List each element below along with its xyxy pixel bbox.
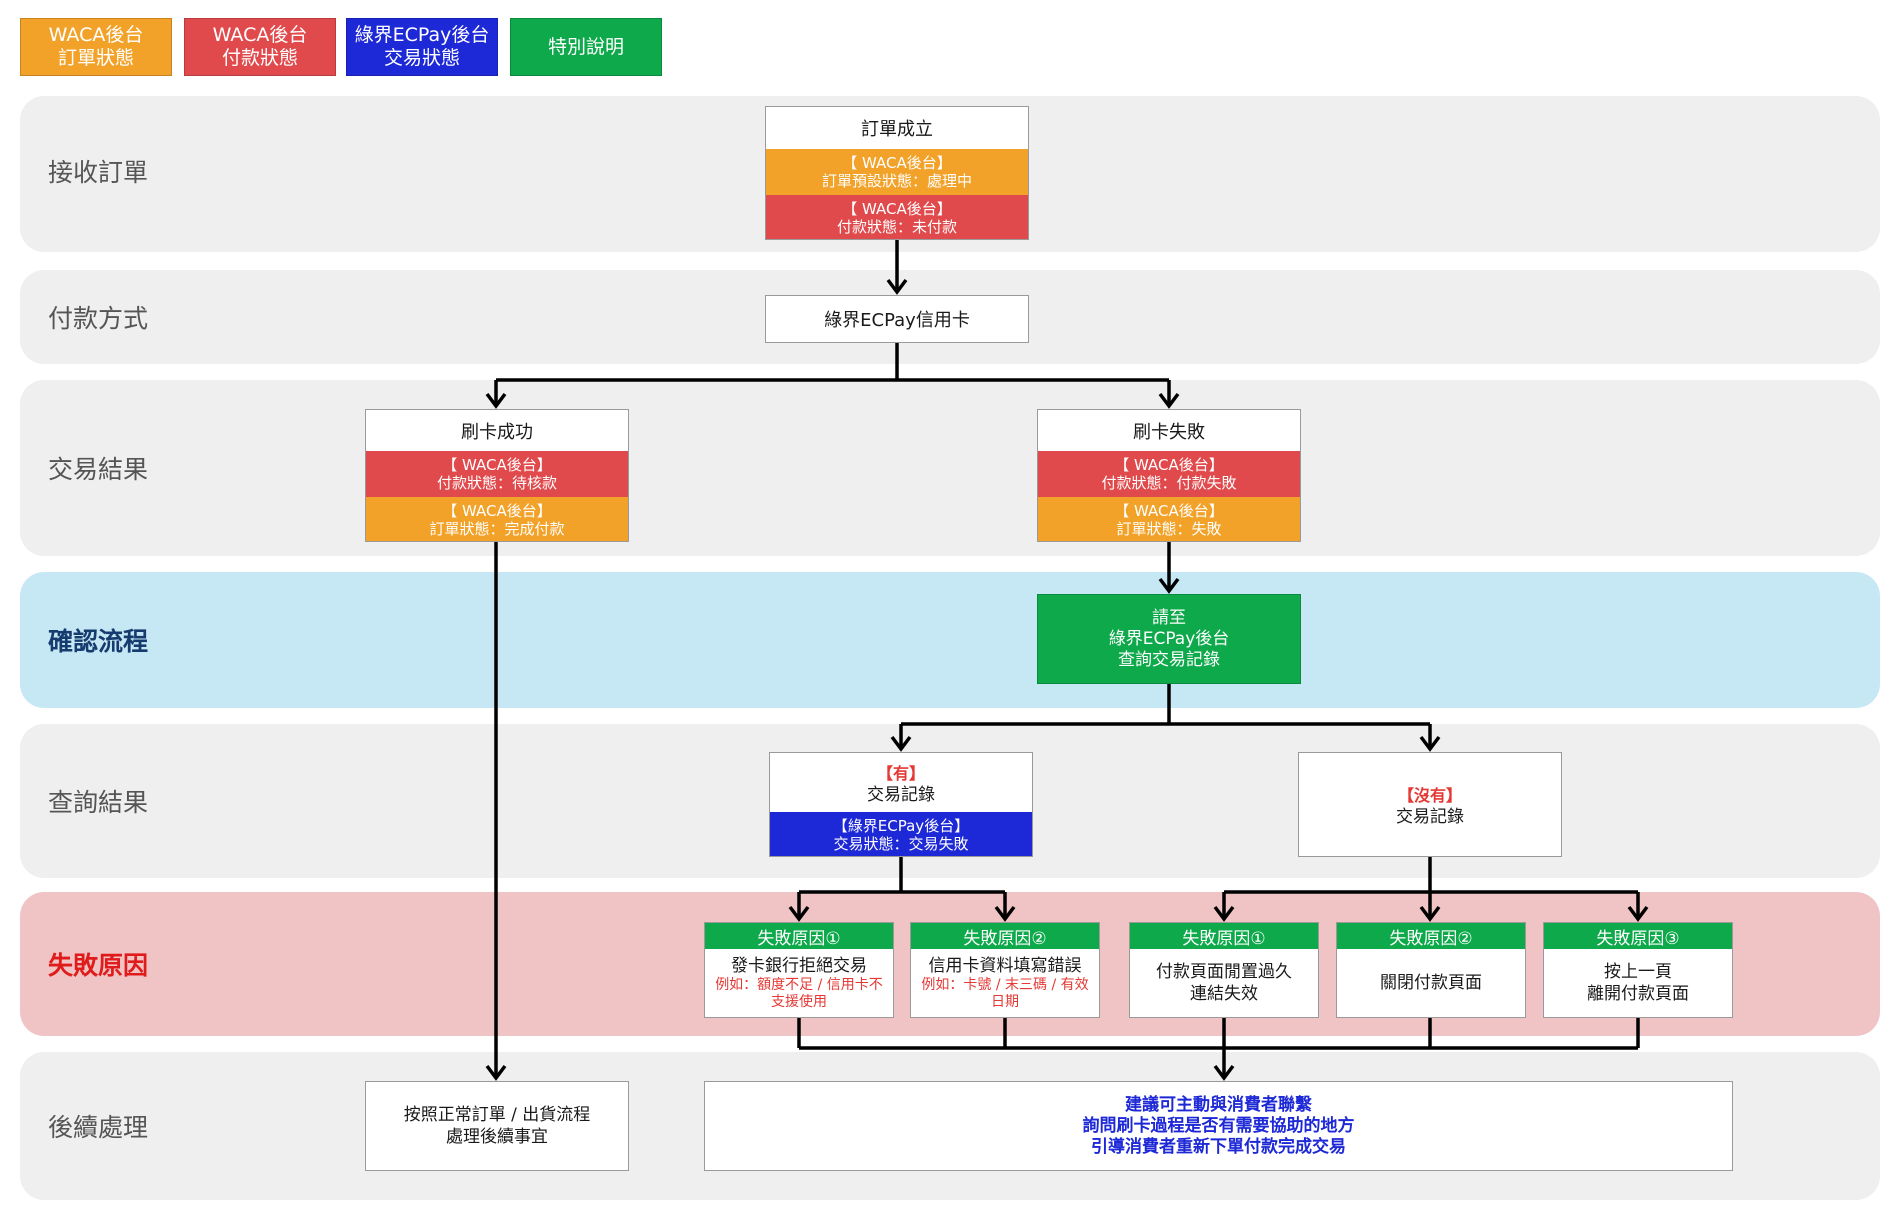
failure-reason-body: 信用卡資料填寫錯誤 例如：卡號 / 末三碼 / 有效日期 (911, 949, 1099, 1017)
failure-reason-card: 失敗原因① 付款頁面閒置過久 連結失效 (1129, 922, 1319, 1018)
advice-line: 建議可主動與消費者聯繫 (1125, 1094, 1312, 1115)
legend-line: WACA後台 (48, 24, 144, 46)
reason-note: 例如：額度不足 / 信用卡不支援使用 (715, 977, 883, 1010)
status-line: 【 WACA後台】 (1114, 502, 1224, 520)
advice-line: 詢問刷卡過程是否有需要協助的地方 (1082, 1115, 1355, 1136)
status-line: 【 WACA後台】 (842, 154, 952, 172)
lane-label-followup: 後續處理 (48, 1113, 149, 1142)
lane-label-receive: 接收訂單 (48, 158, 149, 187)
legend-line: 交易狀態 (383, 47, 460, 69)
lane-label-payment: 付款方式 (48, 304, 149, 333)
reason-line: 信用卡資料填寫錯誤 (928, 956, 1082, 976)
has-record-box: 【有】 交易記錄 【綠界ECPay後台】 交易狀態：交易失敗 (769, 752, 1033, 857)
order-created-title: 訂單成立 (861, 119, 933, 140)
has-record-label: 交易記錄 (867, 784, 935, 805)
status-line: 【 WACA後台】 (842, 200, 952, 218)
card-success-title: 刷卡成功 (461, 421, 533, 443)
lane-label-confirm: 確認流程 (48, 627, 149, 656)
reason-line: 按上一頁 (1604, 962, 1672, 982)
failure-reason-body: 按上一頁 離開付款頁面 (1544, 949, 1732, 1017)
status-line: 【 WACA後台】 (442, 502, 552, 520)
fail-payment-status: 【 WACA後台】 付款狀態：付款失敗 (1038, 451, 1300, 497)
failure-reason-body: 關閉付款頁面 (1337, 949, 1525, 1017)
status-line: 【綠界ECPay後台】 (832, 817, 970, 835)
reason-note: 例如：卡號 / 末三碼 / 有效日期 (921, 977, 1089, 1010)
reason-line: 付款頁面閒置過久 (1156, 962, 1292, 982)
lane-confirm-process (20, 572, 1880, 708)
no-record-box: 【沒有】 交易記錄 (1298, 752, 1562, 857)
lane-label-query: 查詢結果 (48, 788, 149, 817)
order-default-status: 【 WACA後台】 訂單預設狀態：處理中 (766, 149, 1028, 195)
failure-reason-header: 失敗原因① (705, 923, 893, 949)
success-order-status: 【 WACA後台】 訂單狀態：完成付款 (366, 497, 628, 541)
failure-reason-header: 失敗原因③ (1544, 923, 1732, 949)
failure-reason-card: 失敗原因② 信用卡資料填寫錯誤 例如：卡號 / 末三碼 / 有效日期 (910, 922, 1100, 1018)
card-fail-title: 刷卡失敗 (1133, 421, 1205, 443)
status-line: 【 WACA後台】 (1114, 456, 1224, 474)
failure-reason-body: 付款頁面閒置過久 連結失效 (1130, 949, 1318, 1017)
status-line: 付款狀態：未付款 (836, 218, 957, 236)
order-created-box: 訂單成立 【 WACA後台】 訂單預設狀態：處理中 【 WACA後台】 付款狀態… (765, 106, 1029, 240)
legend-waca-order-status: WACA後台訂單狀態 (20, 18, 172, 76)
payment-method-box: 綠界ECPay信用卡 (765, 295, 1029, 343)
legend-line: 訂單狀態 (57, 47, 134, 69)
success-payment-status: 【 WACA後台】 付款狀態：待核款 (366, 451, 628, 497)
confirm-line: 綠界ECPay後台 (1108, 628, 1230, 649)
fail-order-status: 【 WACA後台】 訂單狀態：失敗 (1038, 497, 1300, 541)
lane-label-failure: 失敗原因 (48, 951, 149, 980)
reason-line: 離開付款頁面 (1587, 984, 1689, 1004)
status-line: 訂單狀態：完成付款 (429, 520, 565, 538)
legend-line: 特別說明 (547, 35, 624, 58)
confirm-line: 查詢交易記錄 (1118, 649, 1220, 670)
has-record-header: 【有】 交易記錄 (770, 753, 1032, 812)
followup-advice-box: 建議可主動與消費者聯繫 詢問刷卡過程是否有需要協助的地方 引導消費者重新下單付款… (704, 1081, 1733, 1171)
legend-ecpay-transaction-status: 綠界ECPay後台交易狀態 (346, 18, 498, 76)
status-line: 訂單預設狀態：處理中 (821, 172, 972, 190)
confirm-line: 請至 (1152, 607, 1186, 628)
card-fail-box: 刷卡失敗 【 WACA後台】 付款狀態：付款失敗 【 WACA後台】 訂單狀態：… (1037, 409, 1301, 542)
status-line: 付款狀態：待核款 (436, 474, 557, 492)
followup-line: 處理後續事宜 (446, 1127, 548, 1147)
failure-reason-header: 失敗原因② (1337, 923, 1525, 949)
failure-reason-body: 發卡銀行拒絕交易 例如：額度不足 / 信用卡不支援使用 (705, 949, 893, 1017)
failure-reason-card: 失敗原因③ 按上一頁 離開付款頁面 (1543, 922, 1733, 1018)
followup-line: 按照正常訂單 / 出貨流程 (403, 1105, 591, 1125)
legend-line: 付款狀態 (221, 47, 298, 69)
advice-line: 引導消費者重新下單付款完成交易 (1091, 1136, 1346, 1157)
failure-reason-card: 失敗原因① 發卡銀行拒絕交易 例如：額度不足 / 信用卡不支援使用 (704, 922, 894, 1018)
has-record-tag: 【有】 (876, 763, 925, 783)
legend-line: 綠界ECPay後台 (354, 24, 490, 46)
reason-line: 連結失效 (1190, 984, 1258, 1004)
status-line: 付款狀態：付款失敗 (1101, 474, 1237, 492)
ecpay-transaction-status: 【綠界ECPay後台】 交易狀態：交易失敗 (770, 812, 1032, 856)
status-line: 交易狀態：交易失敗 (833, 835, 969, 853)
order-payment-status: 【 WACA後台】 付款狀態：未付款 (766, 195, 1028, 239)
legend-line: WACA後台 (212, 24, 308, 46)
followup-normal-box: 按照正常訂單 / 出貨流程 處理後續事宜 (365, 1081, 629, 1171)
status-line: 【 WACA後台】 (442, 456, 552, 474)
card-success-box: 刷卡成功 【 WACA後台】 付款狀態：待核款 【 WACA後台】 訂單狀態：完… (365, 409, 629, 542)
legend-waca-payment-status: WACA後台付款狀態 (184, 18, 336, 76)
failure-reason-header: 失敗原因② (911, 923, 1099, 949)
failure-reason-header: 失敗原因① (1130, 923, 1318, 949)
lane-label-result: 交易結果 (48, 455, 149, 484)
no-record-tag: 【沒有】 (1397, 785, 1462, 805)
reason-line: 關閉付款頁面 (1380, 973, 1482, 993)
confirm-ecpay-box: 請至 綠界ECPay後台 查詢交易記錄 (1037, 594, 1301, 684)
no-record-label: 交易記錄 (1396, 806, 1464, 827)
lane-transaction-result (20, 380, 1880, 556)
status-line: 訂單狀態：失敗 (1116, 520, 1222, 538)
reason-line: 發卡銀行拒絕交易 (731, 956, 867, 976)
failure-reason-card: 失敗原因② 關閉付款頁面 (1336, 922, 1526, 1018)
legend-special-note: 特別說明 (510, 18, 662, 76)
